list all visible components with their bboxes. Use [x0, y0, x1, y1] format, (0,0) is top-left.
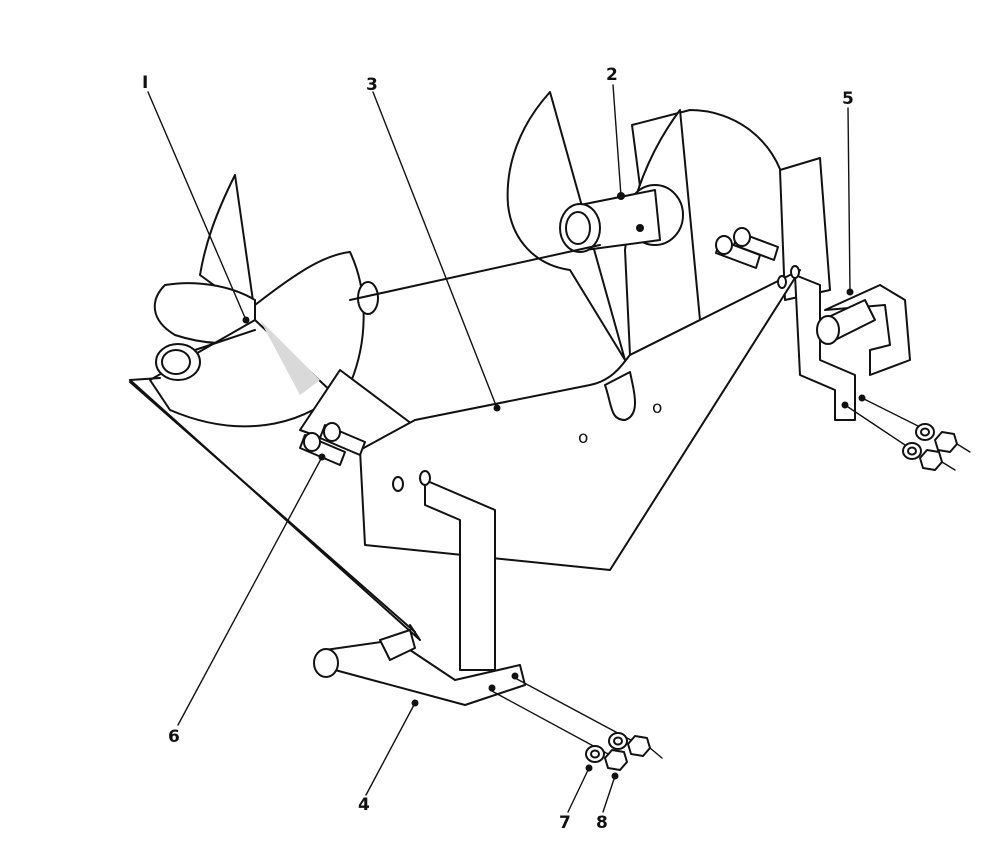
right-blade-assembly [506, 91, 831, 361]
left-blade-assembly [149, 174, 421, 456]
main-frame: o o [129, 244, 801, 641]
bolts-left [299, 422, 366, 466]
callout-numbers: I 3 2 5 6 4 7 8 [142, 65, 854, 833]
right-washers-nuts [902, 423, 971, 471]
callout-1: I [142, 73, 148, 93]
callout-6: 6 [168, 727, 180, 747]
callout-4: 4 [358, 795, 370, 815]
callout-8: 8 [596, 813, 608, 833]
hole-mark-right: o [652, 398, 662, 418]
callout-3: 3 [366, 75, 378, 95]
front-handle-bracket [313, 470, 641, 756]
callout-2: 2 [606, 65, 618, 85]
callout-7: 7 [559, 813, 571, 833]
hole-mark-left: o [578, 428, 588, 448]
front-washers-nuts [585, 732, 663, 780]
leader-lines [147, 84, 854, 813]
right-handle-bracket [777, 265, 931, 446]
bolts-right [715, 227, 779, 269]
callout-5: 5 [842, 89, 854, 109]
